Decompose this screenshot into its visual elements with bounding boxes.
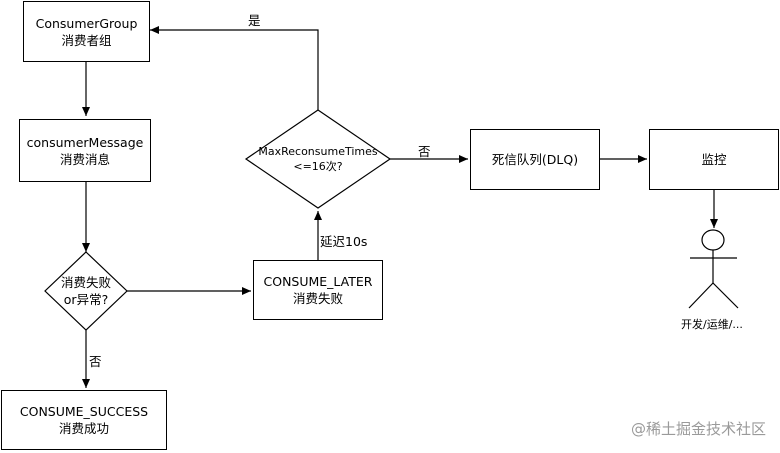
consume-success-sublabel: 消费成功 xyxy=(58,421,109,436)
consumer-message-node: consumerMessage 消费消息 xyxy=(19,119,151,182)
max-check-diamond xyxy=(244,109,392,209)
consumer-group-sublabel: 消费者组 xyxy=(61,32,112,48)
dlq-label: 死信队列(DLQ) xyxy=(491,152,579,167)
max-check-text: MaxReconsumeTimes <=16次? xyxy=(246,142,390,176)
consume-later-sublabel: 消费失败 xyxy=(292,291,343,306)
fail-check-label: 消费失败 xyxy=(60,275,111,290)
watermark-text: @稀土掘金技术社区 xyxy=(630,420,766,438)
consume-later-node: CONSUME_LATER 消费失败 xyxy=(253,260,383,320)
monitor-node: 监控 xyxy=(649,129,779,190)
yes-edge-label: 是 xyxy=(248,13,261,28)
fail-check-diamond xyxy=(44,251,128,331)
no-edge-label-dlq: 否 xyxy=(418,144,431,159)
max-check-sublabel: <=16次? xyxy=(293,160,343,173)
delay-edge-label: 延迟10s xyxy=(320,234,368,249)
actor-label: 开发/运维/... xyxy=(681,318,743,331)
consume-success-node: CONSUME_SUCCESS 消费成功 xyxy=(1,390,167,450)
fail-check-text: 消费失败 or异常? xyxy=(45,271,127,311)
no-edge-label-success: 否 xyxy=(89,354,102,369)
fail-check-sublabel: or异常? xyxy=(63,292,109,307)
monitor-label: 监控 xyxy=(701,152,727,167)
consumer-group-node: ConsumerGroup 消费者组 xyxy=(23,1,150,62)
dlq-node: 死信队列(DLQ) xyxy=(470,129,600,190)
edge-max-check-to-group xyxy=(150,26,319,110)
consume-success-label: CONSUME_SUCCESS xyxy=(19,404,149,419)
consumer-message-label: consumerMessage xyxy=(26,134,144,150)
consumer-group-label: ConsumerGroup xyxy=(35,15,138,31)
max-check-label: MaxReconsumeTimes xyxy=(258,145,378,158)
consumer-message-sublabel: 消费消息 xyxy=(59,151,110,167)
consume-later-label: CONSUME_LATER xyxy=(263,274,373,289)
actor-stick-figure xyxy=(688,229,739,309)
